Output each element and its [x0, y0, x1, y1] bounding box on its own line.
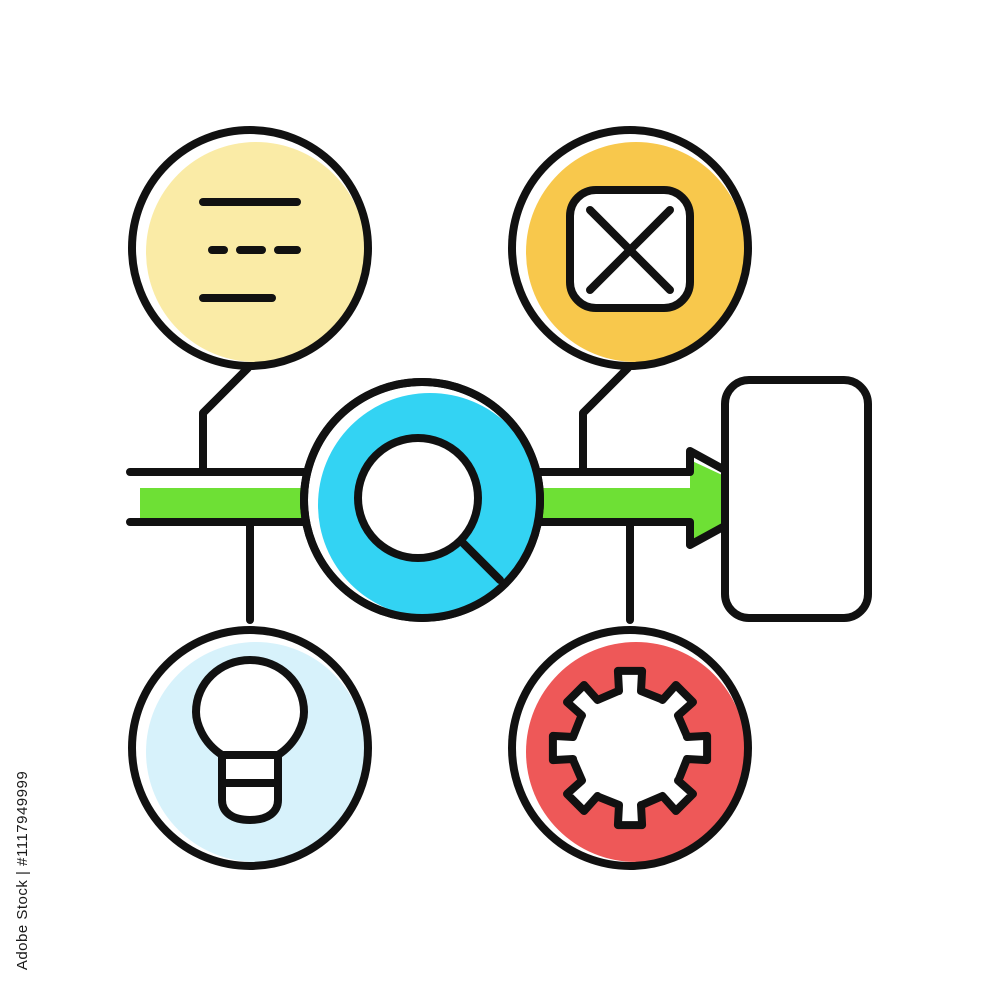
stock-id-label: Adobe Stock | #1117949999: [14, 770, 32, 970]
gear-icon: [508, 626, 752, 870]
close-box-icon: [508, 126, 752, 370]
connector-lines: [199, 364, 634, 624]
lightbulb-icon: [128, 626, 372, 870]
magnifier-icon: [300, 378, 544, 622]
notes-icon: [128, 126, 372, 370]
outcome-box: [721, 376, 872, 622]
